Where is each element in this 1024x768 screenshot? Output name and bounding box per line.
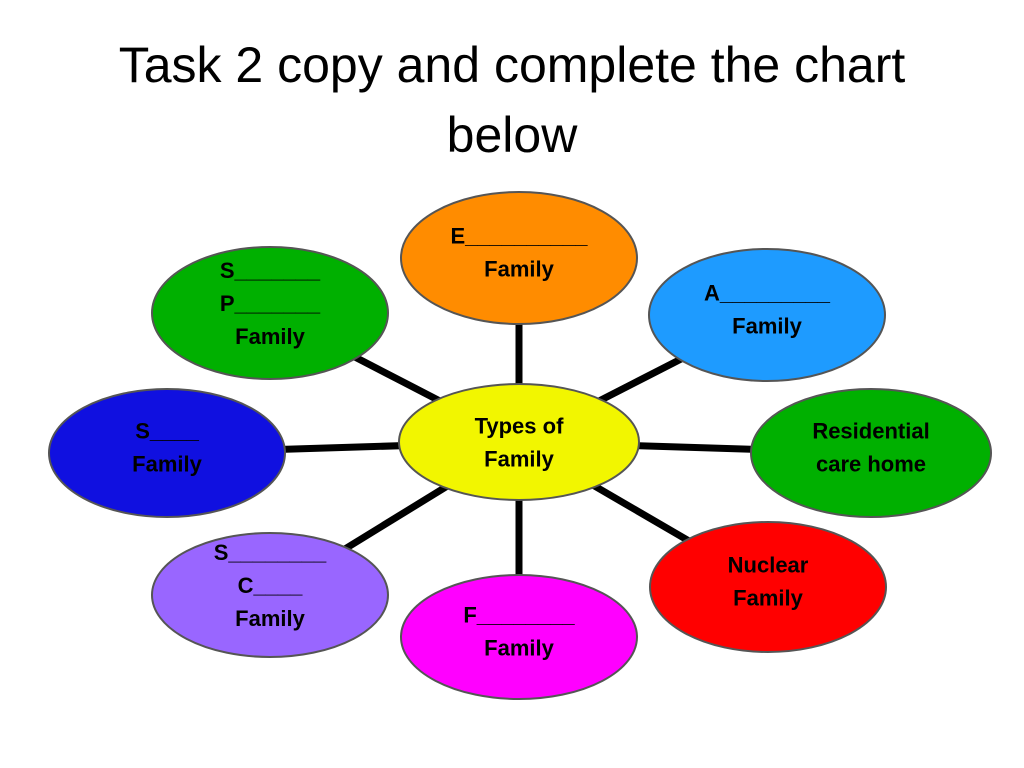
node-adoptive-label-1: A_________: [704, 281, 831, 306]
node-single-parent-label-3: Family: [235, 324, 305, 349]
node-extended-label-1: E__________: [450, 224, 588, 249]
node-nuclear-label-2: Family: [733, 586, 803, 611]
node-adoptive-ellipse: [648, 248, 886, 382]
node-extended-ellipse: [400, 191, 638, 325]
node-step-child-label-1: S________: [214, 540, 327, 565]
node-single-parent-label-1: S_______: [220, 258, 321, 283]
node-single-label-1: S____: [135, 419, 199, 444]
node-single-parent-label-2: P_______: [220, 291, 321, 316]
node-foster-ellipse: [400, 574, 638, 700]
node-single-ellipse: [48, 388, 286, 518]
node-residential-label-1: Residential: [812, 419, 929, 444]
center-node-ellipse: [398, 383, 640, 501]
node-adoptive: A_________ Family: [648, 248, 886, 382]
node-foster-label-1: F________: [463, 603, 575, 628]
node-adoptive-label-2: Family: [732, 314, 802, 339]
node-nuclear-ellipse: [649, 521, 887, 653]
node-step-child-ellipse: [151, 532, 389, 658]
node-step-child: S________ C____ Family: [151, 532, 389, 658]
node-residential-label-2: care home: [816, 452, 926, 477]
node-single: S____ Family: [48, 388, 286, 518]
slide-title-line-2: below: [446, 107, 578, 163]
node-extended: E__________ Family: [400, 191, 638, 325]
node-single-label-2: Family: [132, 452, 202, 477]
node-nuclear-label-1: Nuclear: [728, 553, 809, 578]
node-single-parent-ellipse: [151, 246, 389, 380]
node-step-child-label-3: Family: [235, 606, 305, 631]
node-step-child-label-2: C____: [238, 573, 304, 598]
center-node-label-2: Family: [484, 447, 554, 472]
node-residential: Residential care home: [750, 388, 992, 518]
node-single-parent: S_______ P_______ Family: [151, 246, 389, 380]
center-node: Types of Family: [398, 383, 640, 501]
outer-nodes: E__________FamilyA_________FamilyResiden…: [48, 191, 992, 700]
node-residential-ellipse: [750, 388, 992, 518]
node-foster: F________ Family: [400, 574, 638, 700]
node-extended-label-2: Family: [484, 257, 554, 282]
slide-title-line-1: Task 2 copy and complete the chart: [118, 37, 906, 93]
center-node-label-1: Types of: [475, 414, 565, 439]
node-foster-label-2: Family: [484, 636, 554, 661]
